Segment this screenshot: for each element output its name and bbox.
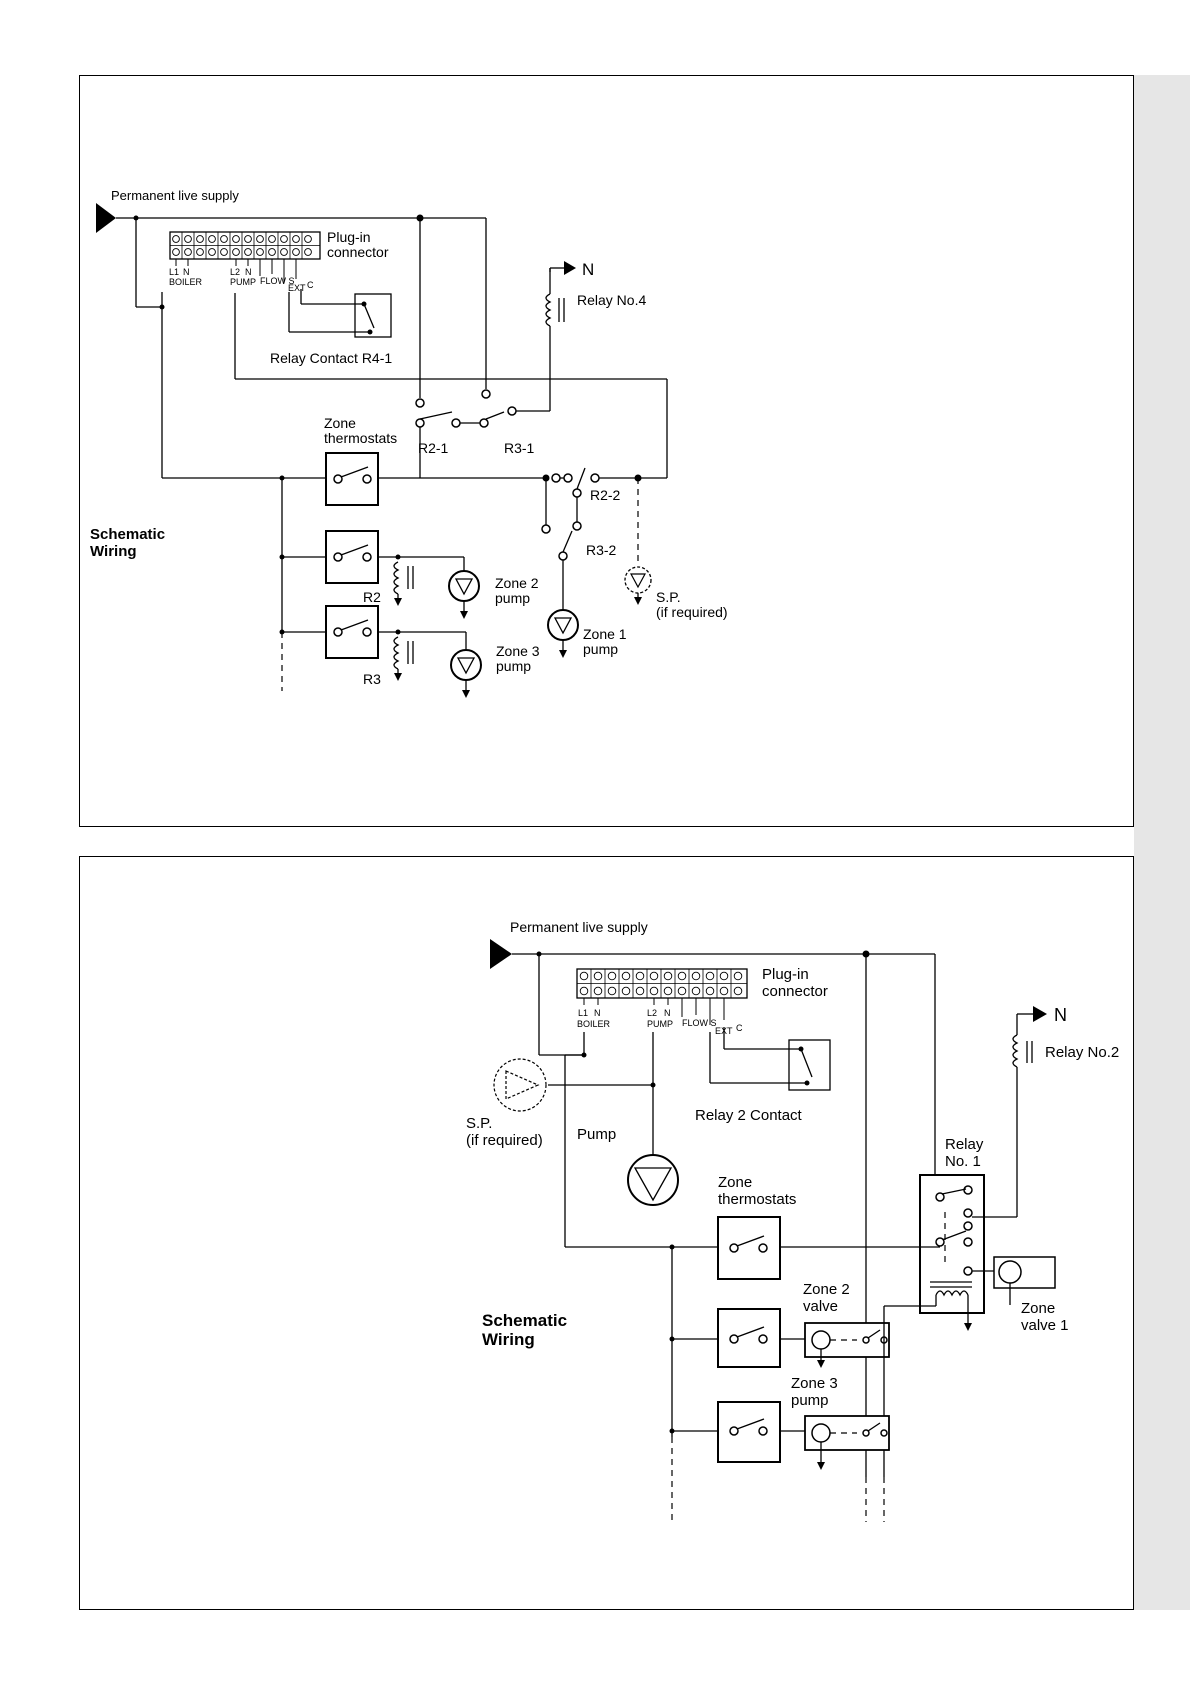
zone-2-valve-label-2: valve [803,1298,838,1315]
zone-3-pump-label-1: Zone 3 [496,643,540,659]
terminal-pump-label: PUMP [647,1019,673,1029]
neutral-label: N [1054,1005,1067,1025]
terminal-pump-label: PUMP [230,277,256,287]
r2-2-label: R2-2 [590,487,621,503]
supply-arrow-icon [96,203,116,233]
terminal-c-label: C [736,1023,743,1033]
permanent-live-supply-label: Permanent live supply [111,188,239,203]
zone-2-thermostat-box [717,1308,781,1368]
zone-thermostats-label-1: Zone [324,415,356,431]
zone-thermostats-label-2: thermostats [324,430,397,446]
plug-in-connector [169,231,321,283]
zone-2-pump-label-2: pump [495,590,530,606]
supply-arrow-icon [490,939,512,969]
zone-thermostats-label-1: Zone [718,1174,752,1191]
terminal-boiler-label: BOILER [169,277,203,287]
permanent-live-supply-label: Permanent live supply [510,919,648,935]
zone-3-pump-icon [450,649,482,698]
r2-1-label: R2-1 [418,440,449,456]
r3-1-label: R3-1 [504,440,535,456]
schematic-panel-2: Permanent live supply [79,856,1134,1610]
zone-2-pump-label-1: Zone 2 [495,575,539,591]
terminal-l2-label: L2 [230,267,240,277]
relay-2-contact-box [788,1039,831,1091]
terminal-c-label: C [307,280,314,290]
zone-valve-1-label-2: valve 1 [1021,1317,1069,1334]
relay-4-coil-icon [545,293,552,327]
terminal-l1-label: L1 [169,267,179,277]
zone-valve-1-label-1: Zone [1021,1300,1055,1317]
neutral-arrow-icon [1033,1006,1047,1022]
plug-in-connector [576,968,748,1025]
r2-label: R2 [363,589,381,605]
relay-contact-r4-1-label: Relay Contact R4-1 [270,350,392,366]
relay-contact-r4-1-box [354,293,392,338]
sp-label-1: S.P. [656,589,681,605]
schematic-wiring-label-1: Schematic [90,526,165,543]
terminal-flow-s-label: FLOW S [260,276,295,286]
schematic-panel-1: Permanent live supply [79,75,1134,827]
sp-label-1: S.P. [466,1115,492,1132]
plug-in-connector-label-1: Plug-in [327,229,371,245]
zone-thermostat-box [717,1216,781,1280]
sp-label-2: (if required) [656,604,728,620]
zone-2-pump-icon [448,570,480,619]
relay-no2-label: Relay No.2 [1045,1044,1119,1061]
relay-no1-box [919,1174,985,1314]
schematic-wiring-label-1: Schematic [482,1311,567,1330]
terminal-flow-s-label: FLOW S [682,1018,717,1028]
terminal-ext-label: EXT [288,283,306,293]
schematic-diagram-1: Permanent live supply [90,188,728,698]
plug-in-connector-label-1: Plug-in [762,966,809,983]
terminal-n2-label: N [664,1008,671,1018]
terminal-n1-label: N [594,1008,601,1018]
schematic-diagram-2: Permanent live supply [466,919,1119,1522]
terminal-l1-label: L1 [578,1008,588,1018]
schematic-wiring-label-2: Wiring [482,1330,535,1349]
zone-1-pump-label-2: pump [583,641,618,657]
relay-no1-label-2: No. 1 [945,1153,981,1170]
zone-3-thermostat-box [717,1401,781,1463]
secondary-pump-icon [493,1058,547,1112]
terminal-boiler-label: BOILER [577,1019,611,1029]
r3-2-label: R3-2 [586,542,617,558]
relay-2-coil-icon [1012,1034,1019,1068]
neutral-arrow-icon [564,261,576,275]
zone-1-pump-icon [547,609,579,658]
r2-coil-icon [393,561,400,595]
terminal-n1-label: N [183,267,190,277]
relay-1-coil-icon [935,1290,969,1297]
plug-in-connector-label-2: connector [327,244,389,260]
terminal-l2-label: L2 [647,1008,657,1018]
pump-icon [627,1154,679,1206]
relay-no1-label-1: Relay [945,1136,984,1153]
zone-thermostats-label-2: thermostats [718,1191,796,1208]
sp-label-2: (if required) [466,1132,543,1149]
zone-2-valve-label-1: Zone 2 [803,1281,850,1298]
secondary-pump-icon [624,566,652,605]
zone-3-pump-label-2: pump [496,658,531,674]
page-edge-strip [1134,75,1190,1610]
zone-3-pump-label-1: Zone 3 [791,1375,838,1392]
relay-no4-label: Relay No.4 [577,292,646,308]
zone-1-pump-label-1: Zone 1 [583,626,627,642]
zone-3-pump-label-2: pump [791,1392,829,1409]
terminal-n2-label: N [245,267,252,277]
schematic-wiring-label-2: Wiring [90,543,137,560]
r3-label: R3 [363,671,381,687]
neutral-label: N [582,260,594,279]
pump-label: Pump [577,1126,616,1143]
plug-in-connector-label-2: connector [762,983,828,1000]
relay-2-contact-label: Relay 2 Contact [695,1107,803,1124]
r3-coil-icon [393,636,400,670]
